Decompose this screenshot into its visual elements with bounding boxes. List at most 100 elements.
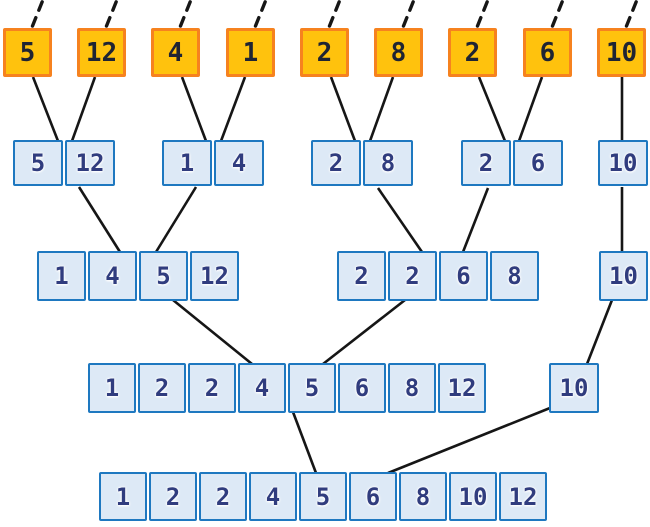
array-cell: 2 (199, 472, 247, 521)
input-dashed-line-7 (550, 0, 565, 28)
leaf-box-5: 8 (374, 28, 423, 77)
connector-line-0 (31, 76, 60, 142)
cell-value: 10 (458, 482, 488, 511)
connector-line-4 (329, 76, 357, 142)
cell-value: 10 (559, 374, 589, 402)
merged-pairs-group-0: 5 12 (13, 140, 115, 186)
array-cell: 10 (598, 140, 648, 186)
leaf-box-7: 6 (523, 28, 572, 77)
array-cell: 1 (88, 363, 136, 413)
connector-line-6 (477, 76, 507, 142)
array-cell: 2 (461, 140, 511, 186)
cell-value: 8 (507, 262, 522, 290)
connector-line-12 (461, 187, 490, 253)
leaf-value: 5 (19, 37, 36, 68)
array-cell: 4 (88, 251, 137, 301)
connector-line-1 (70, 76, 97, 142)
cell-value: 2 (204, 374, 220, 402)
cell-value: 12 (75, 149, 105, 177)
cell-value: 10 (609, 262, 638, 290)
array-cell: 2 (188, 363, 236, 413)
leaf-value: 6 (539, 37, 556, 68)
array-cell: 5 (288, 363, 336, 413)
leaf-box-1: 12 (77, 28, 126, 77)
leaf-box-8: 10 (597, 28, 646, 77)
connector-line-9 (77, 186, 122, 253)
array-cell: 12 (190, 251, 239, 301)
cell-value: 10 (608, 149, 638, 177)
array-cell: 8 (490, 251, 539, 301)
leaf-box-0: 5 (3, 28, 52, 77)
cell-value: 12 (508, 482, 538, 511)
input-dashed-line-1 (104, 0, 119, 28)
array-cell: 8 (363, 140, 413, 186)
connector-line-14 (172, 298, 253, 366)
merged-eights-group-1: 10 (549, 363, 599, 413)
cell-value: 2 (354, 262, 369, 290)
array-cell: 4 (238, 363, 286, 413)
input-dashed-line-0 (30, 0, 45, 28)
leaf-box-6: 2 (448, 28, 497, 77)
cell-value: 1 (179, 149, 195, 177)
cell-value: 1 (54, 262, 69, 290)
cell-value: 5 (315, 482, 331, 511)
leaf-value: 4 (167, 37, 184, 68)
array-cell: 2 (337, 251, 386, 301)
array-cell: 12 (438, 363, 486, 413)
array-cell: 8 (388, 363, 436, 413)
leaf-value: 1 (242, 37, 259, 68)
connector-line-11 (376, 187, 424, 253)
array-cell: 6 (513, 140, 563, 186)
array-cell: 8 (399, 472, 447, 521)
leaf-value: 2 (464, 37, 481, 68)
cell-value: 6 (354, 374, 370, 402)
connector-line-17 (291, 411, 318, 474)
array-cell: 6 (349, 472, 397, 521)
cell-value: 4 (254, 374, 270, 402)
merged-quads-group-2: 10 (599, 251, 648, 301)
cell-value: 2 (405, 262, 420, 290)
connector-line-16 (585, 299, 614, 365)
cell-value: 2 (215, 482, 231, 511)
cell-value: 4 (265, 482, 281, 511)
leaf-value: 12 (85, 37, 118, 68)
leaf-box-2: 4 (151, 28, 200, 77)
leaf-value: 2 (316, 37, 333, 68)
array-cell: 2 (149, 472, 197, 521)
array-cell: 2 (311, 140, 361, 186)
cell-value: 8 (404, 374, 420, 402)
leaf-box-4: 2 (300, 28, 349, 77)
connector-line-3 (219, 76, 247, 142)
cell-value: 12 (200, 262, 229, 290)
array-cell: 10 (549, 363, 599, 413)
cell-value: 1 (115, 482, 131, 511)
cell-value: 5 (304, 374, 320, 402)
cell-value: 2 (154, 374, 170, 402)
cell-value: 12 (447, 374, 477, 402)
leaf-box-3: 1 (226, 28, 275, 77)
array-cell: 10 (449, 472, 497, 521)
connector-line-2 (180, 76, 208, 142)
array-cell: 12 (65, 140, 115, 186)
array-cell: 5 (13, 140, 63, 186)
connector-line-10 (154, 186, 198, 253)
cell-value: 5 (156, 262, 171, 290)
array-cell: 5 (139, 251, 188, 301)
array-cell: 12 (499, 472, 547, 521)
array-cell: 2 (138, 363, 186, 413)
array-cell: 4 (214, 140, 264, 186)
input-dashed-line-6 (475, 0, 490, 28)
array-cell: 6 (439, 251, 488, 301)
leaf-value: 10 (605, 37, 638, 68)
cell-value: 6 (530, 149, 546, 177)
connector-line-5 (368, 76, 395, 142)
array-cell: 5 (299, 472, 347, 521)
